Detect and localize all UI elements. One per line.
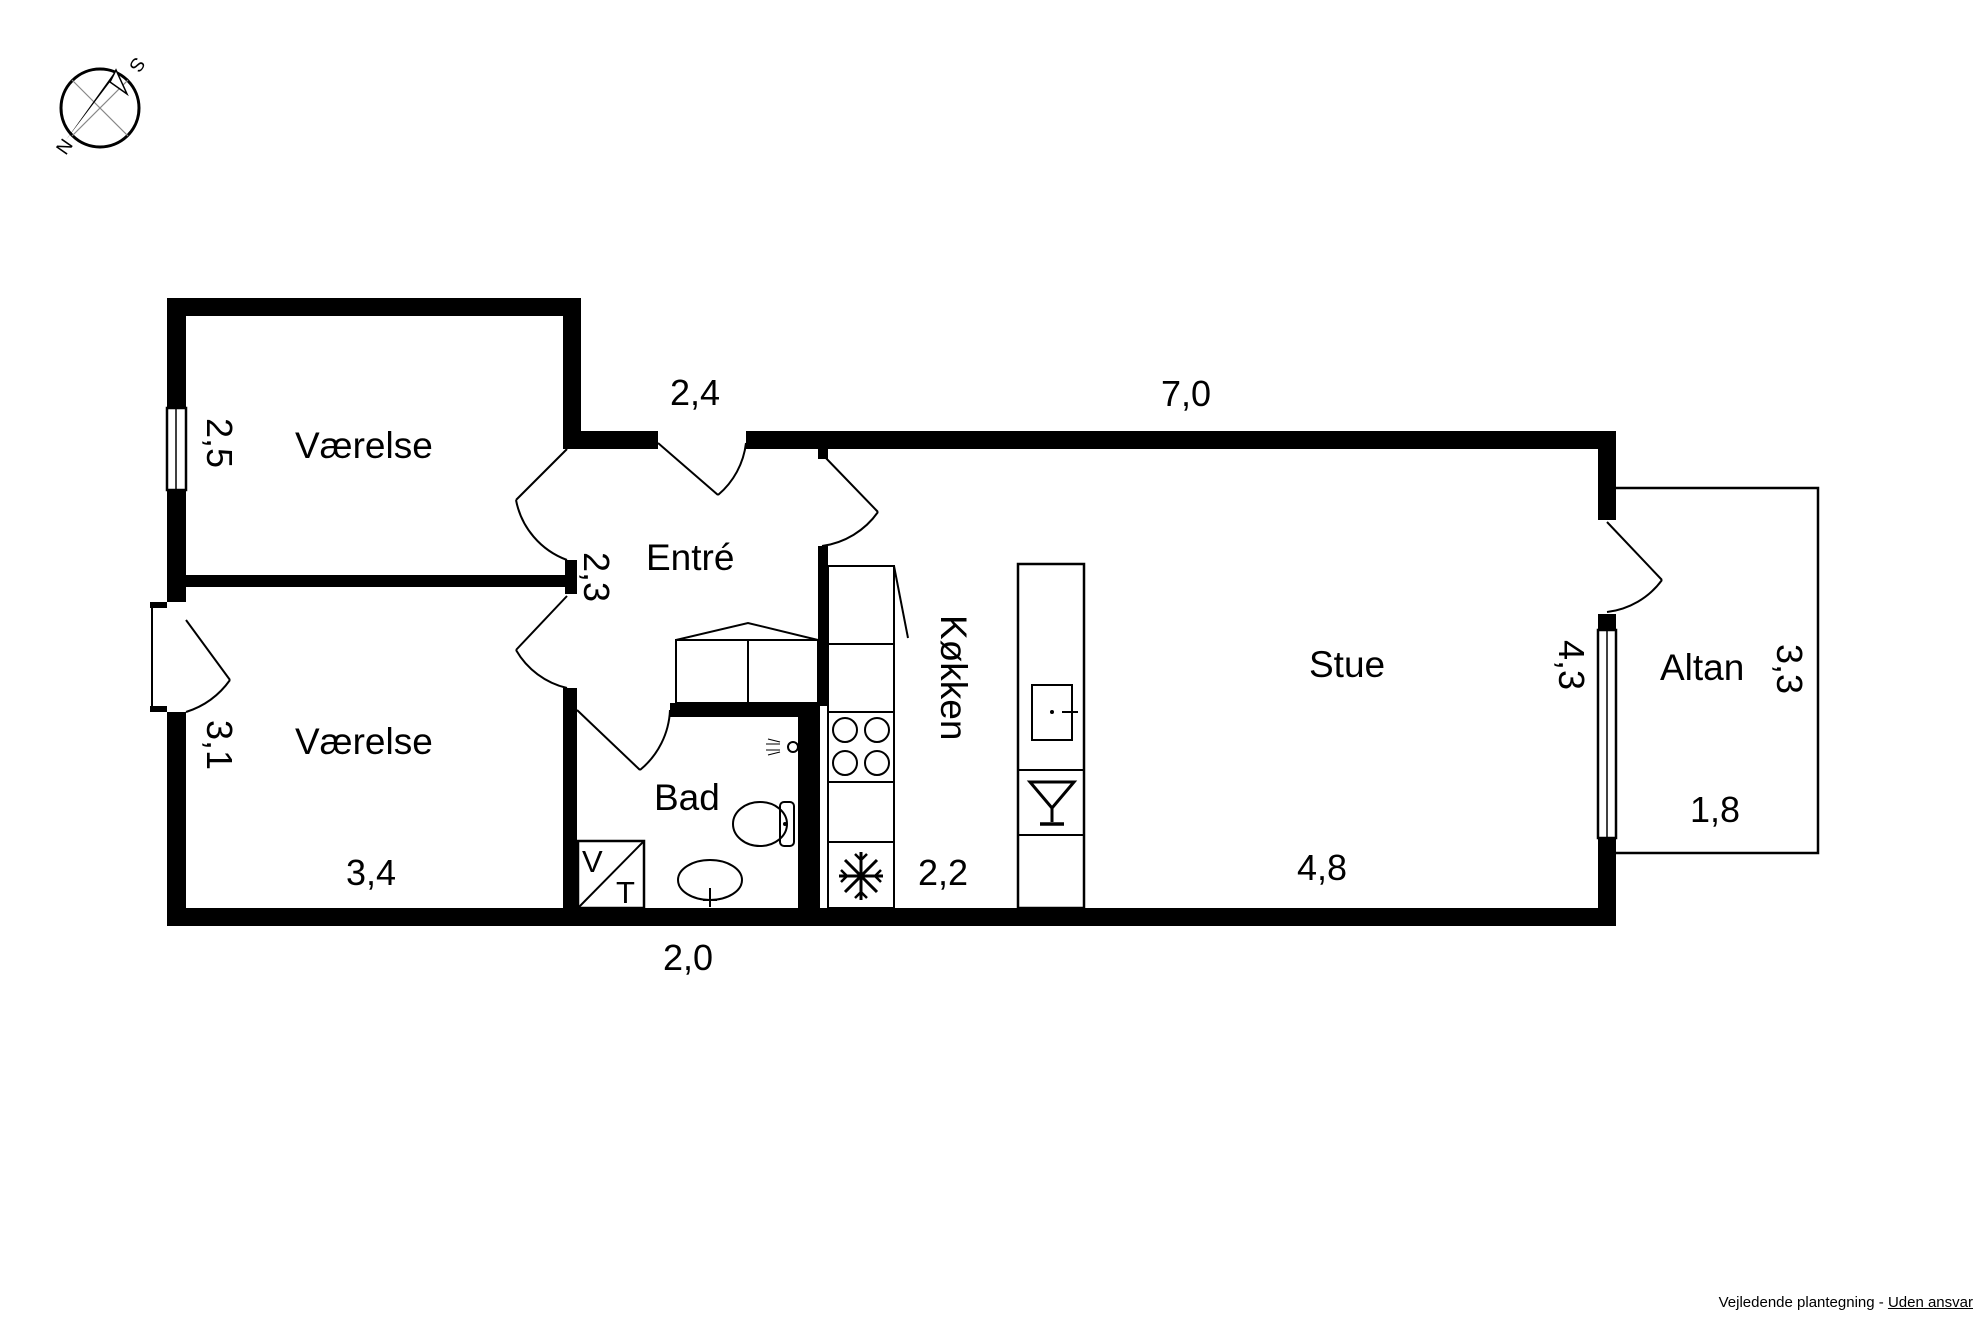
dim-stue-width: 4,8 (1297, 847, 1347, 888)
dim-kokken-width: 2,2 (918, 852, 968, 893)
dimension-labels: 2,5 3,1 3,4 2,4 2,3 7,0 2,0 2,2 4,8 4,3 … (199, 372, 1810, 978)
washer-dryer-icon (576, 839, 646, 910)
dim-total-length: 7,0 (1161, 373, 1211, 414)
room-label-stue: Stue (1309, 644, 1385, 685)
stove-icon (832, 717, 890, 776)
dim-altan-width: 1,8 (1690, 789, 1740, 830)
kitchen-island (1016, 562, 1086, 910)
dim-stue-depth: 4,3 (1551, 640, 1592, 690)
dim-altan-depth: 3,3 (1769, 644, 1810, 694)
dim-entre-depth: 2,3 (576, 552, 617, 602)
dim-vaerelse-top-depth: 2,5 (199, 418, 240, 468)
disclaimer-text: Vejledende plantegning - (1718, 1294, 1888, 1311)
room-label-altan: Altan (1660, 647, 1744, 688)
washer-label: V (582, 844, 603, 879)
altan-outline (1614, 486, 1820, 855)
washbasin-icon (677, 859, 743, 907)
doors (150, 442, 1663, 771)
room-label-kokken: Køkken (933, 615, 974, 740)
room-label-entre: Entré (646, 537, 734, 578)
room-label-vaerelse-bottom: Værelse (295, 721, 433, 762)
sink-icon (1031, 684, 1078, 741)
room-label-bad: Bad (654, 777, 720, 818)
disclaimer-link[interactable]: Uden ansvar (1887, 1294, 1973, 1311)
dim-vaerelse-bottom-depth: 3,1 (199, 720, 240, 770)
toilet-icon (732, 801, 795, 847)
wine-glass-icon (1026, 780, 1078, 826)
freezer-icon (839, 852, 883, 900)
shower-icon (766, 738, 804, 756)
dim-vaerelse-width: 3,4 (346, 852, 396, 893)
dim-bad-width: 2,0 (663, 937, 713, 978)
dryer-label: T (616, 875, 635, 910)
windows (165, 406, 1618, 840)
compass-north-label: N (53, 136, 78, 159)
bathroom-fixtures: V T (576, 738, 804, 910)
room-label-vaerelse-top: Værelse (295, 425, 433, 466)
compass-icon: N S (53, 53, 149, 159)
compass-south-label: S (124, 53, 148, 75)
walls (167, 298, 1616, 926)
wardrobe (675, 621, 819, 704)
room-labels: Værelse Værelse Entré Bad Køkken Stue Al… (295, 425, 1744, 818)
dim-entre-width: 2,4 (670, 372, 720, 413)
kitchen-counter (827, 565, 909, 909)
disclaimer: Vejledende plantegning - Uden ansvar (1719, 1294, 1973, 1311)
